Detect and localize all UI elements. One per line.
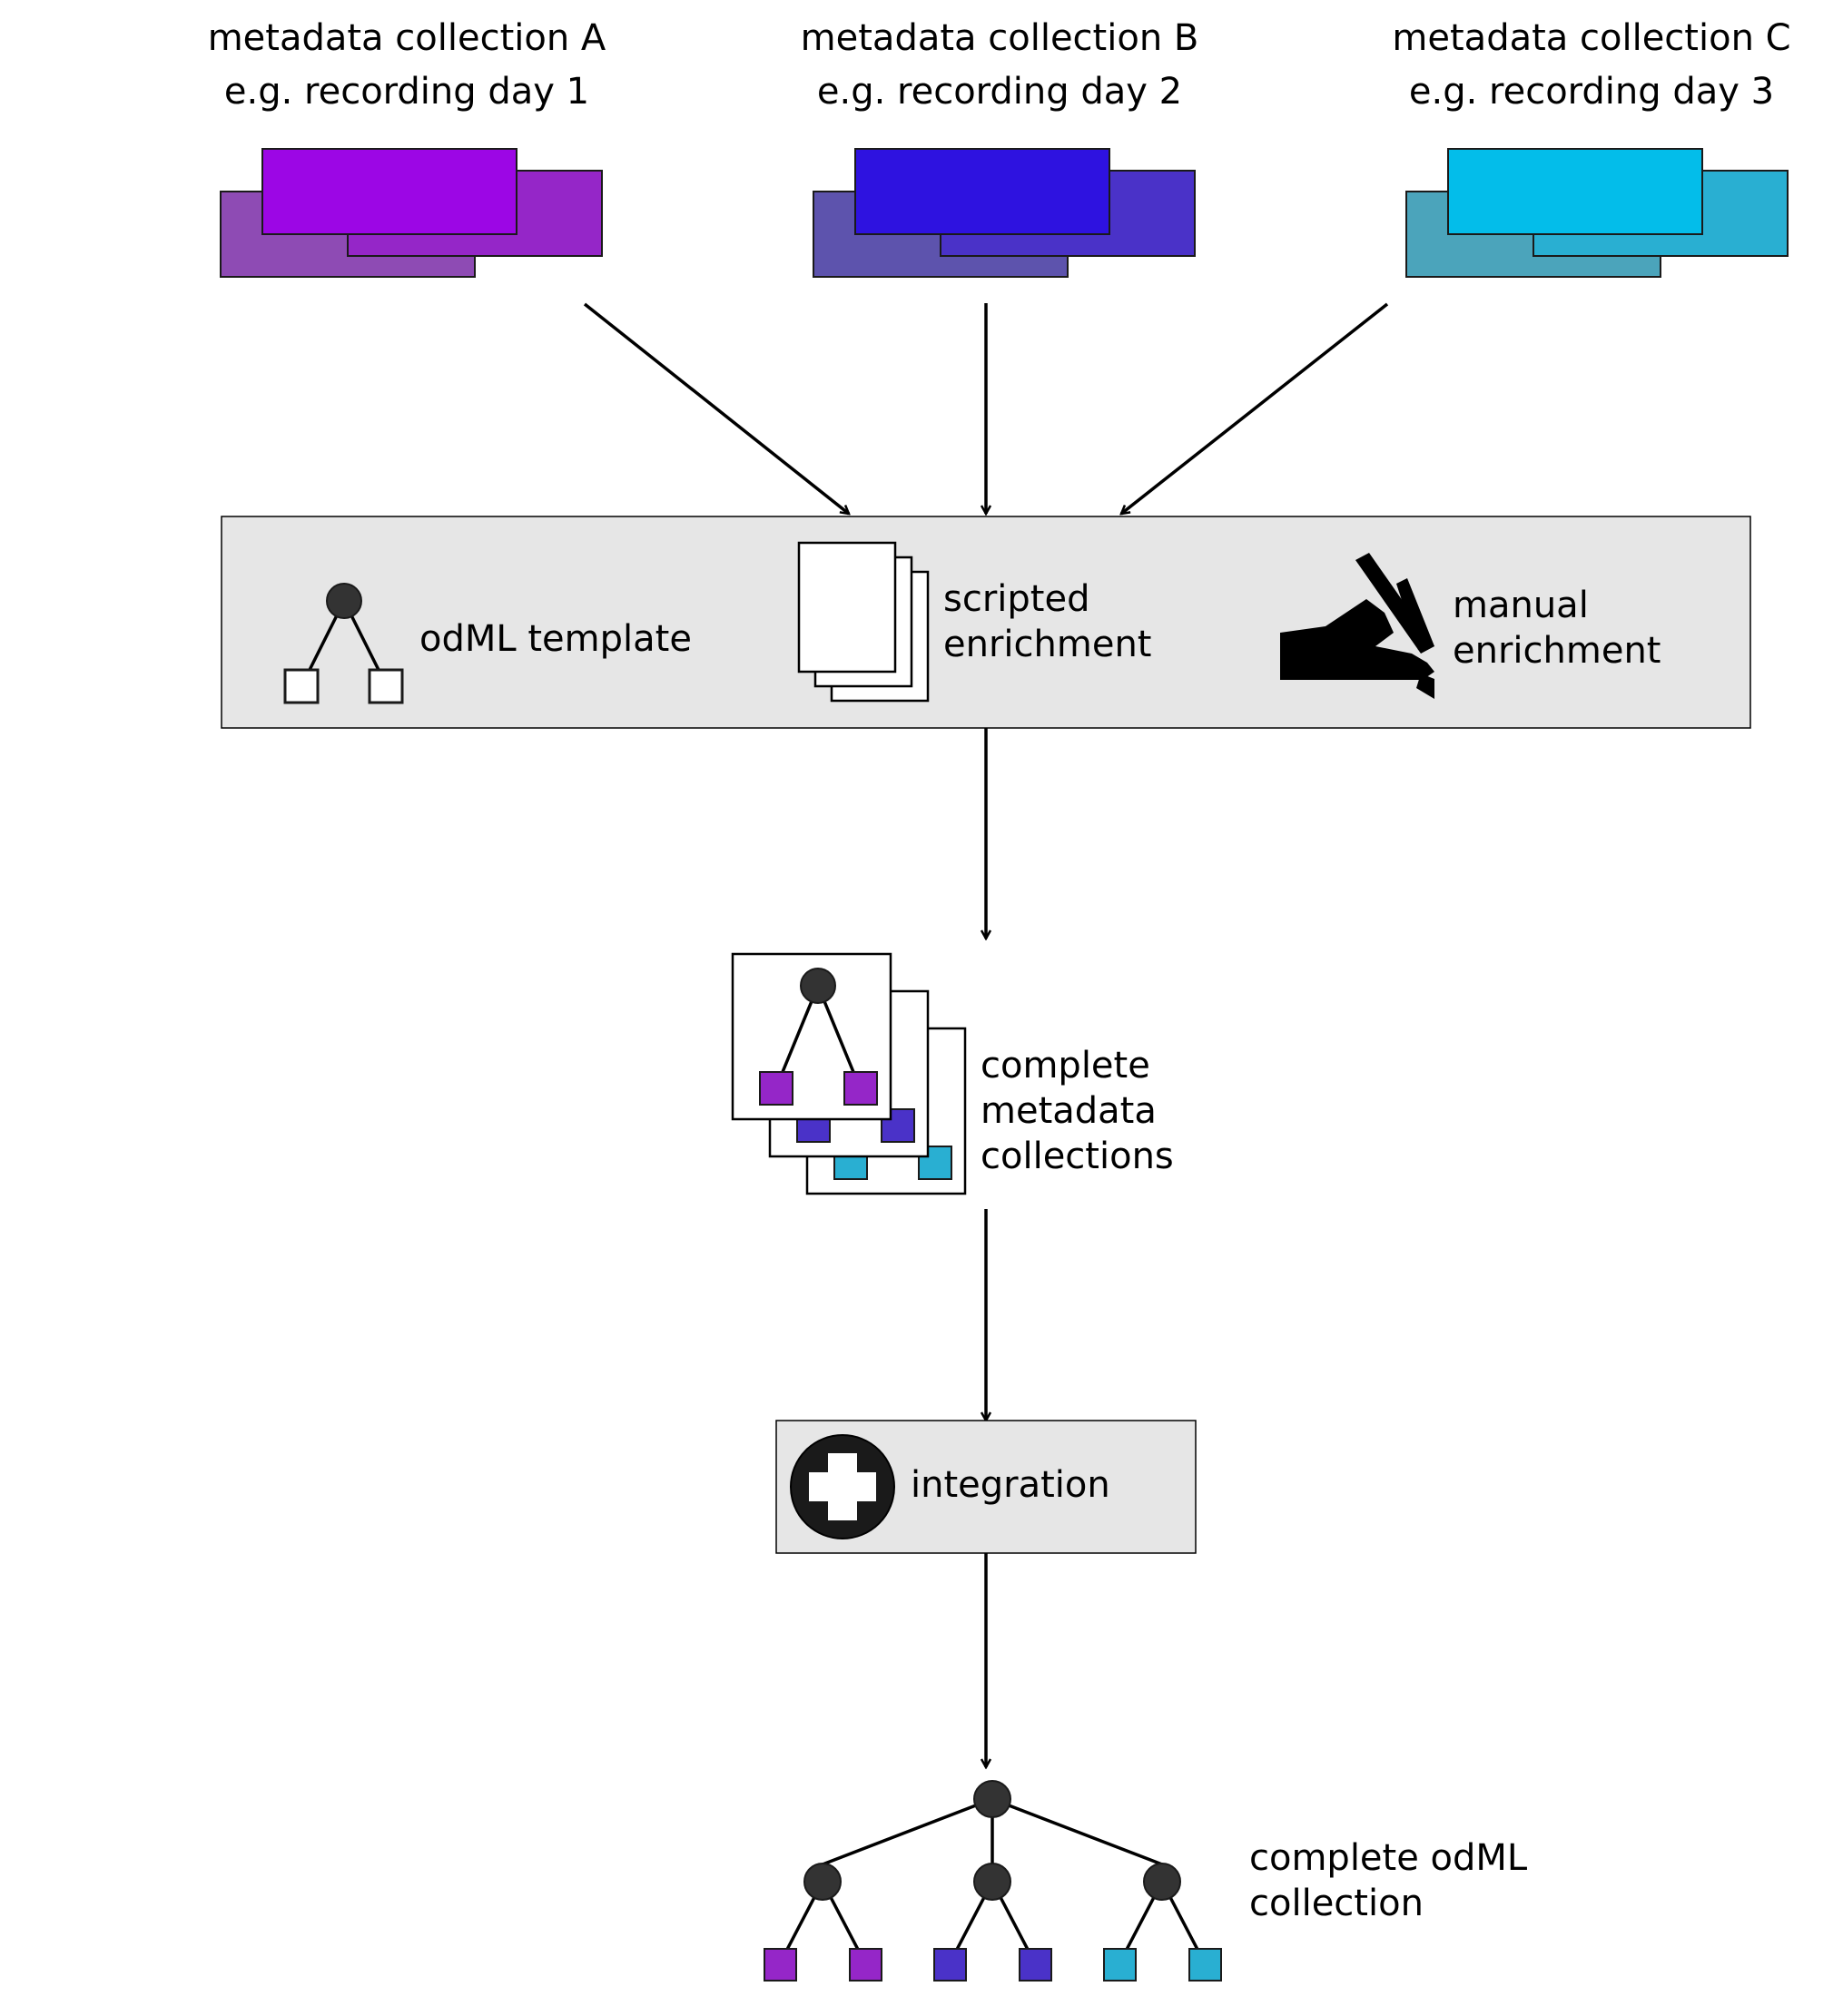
arrow-a-to-panel [583,302,849,514]
collection-c-subtitle: e.g. recording day 3 [1409,71,1774,113]
final-leaf-indigo [1019,1948,1052,1982]
hand-pen-icon [1280,553,1434,699]
odml-template-label: odML template [419,618,692,660]
collection-b-stack-icon [813,148,1196,278]
integration-box: integration [775,1420,1197,1554]
collection-a: metadata collection A e.g. recording day… [208,17,606,278]
collection-c: metadata collection C e.g. recording day… [1392,17,1791,278]
collection-b-card-front [854,148,1110,235]
final-leaf-purple [764,1948,797,1982]
complete-collections-label-line2: metadata [981,1090,1157,1132]
integration-label: integration [911,1464,1110,1506]
tree-leaf-right [368,668,404,704]
enrichment-panel-box [221,516,1751,729]
complete-collections-label-line3: collections [981,1136,1174,1177]
complete-collections-label-line1: complete [981,1045,1150,1087]
arrow-c-to-panel [1121,302,1389,514]
final-branch-node-a [803,1863,842,1901]
document-stack-icon [797,541,930,703]
tree-root-node [326,583,362,619]
collection-c-stack-icon [1405,148,1789,278]
manual-label-line1: manual [1453,585,1589,626]
tree-icon [283,583,404,704]
collection-a-stack-icon [220,148,603,278]
card-tree-root-node [800,968,836,1004]
final-leaf-purple [849,1948,882,1982]
plus-circle-icon [790,1434,895,1539]
collection-a-title: metadata collection A [208,17,606,59]
final-leaf-indigo [933,1948,967,1982]
collection-b-title: metadata collection B [801,17,1199,59]
collection-a-card-front [261,148,517,235]
final-branch-node-c [1143,1863,1181,1901]
tree-leaf-left [283,668,320,704]
complete-collections-stack-icon [731,952,967,1195]
enrichment-panel: odML template scripted enrichment manual… [221,516,1751,729]
final-leaf-cyan [1103,1948,1137,1982]
final-label-line1: complete odML [1249,1837,1528,1879]
final-branch-node-b [973,1863,1011,1901]
purple-leaf [759,1071,793,1106]
complete-odml-tree-icon [764,1780,1222,1982]
manual-label-line2: enrichment [1453,630,1661,672]
collection-b: metadata collection B e.g. recording day… [801,17,1199,278]
collection-c-card-front [1447,148,1703,235]
collection-b-subtitle: e.g. recording day 2 [817,71,1182,113]
scripted-label-line2: enrichment [943,624,1151,665]
collection-a-subtitle: e.g. recording day 1 [224,71,589,113]
final-root-node [973,1780,1011,1818]
purple-leaf [843,1071,878,1106]
final-leaf-cyan [1188,1948,1222,1982]
final-label-line2: collection [1249,1883,1424,1924]
scripted-label-line1: scripted [943,578,1089,620]
collection-c-title: metadata collection C [1392,17,1790,59]
